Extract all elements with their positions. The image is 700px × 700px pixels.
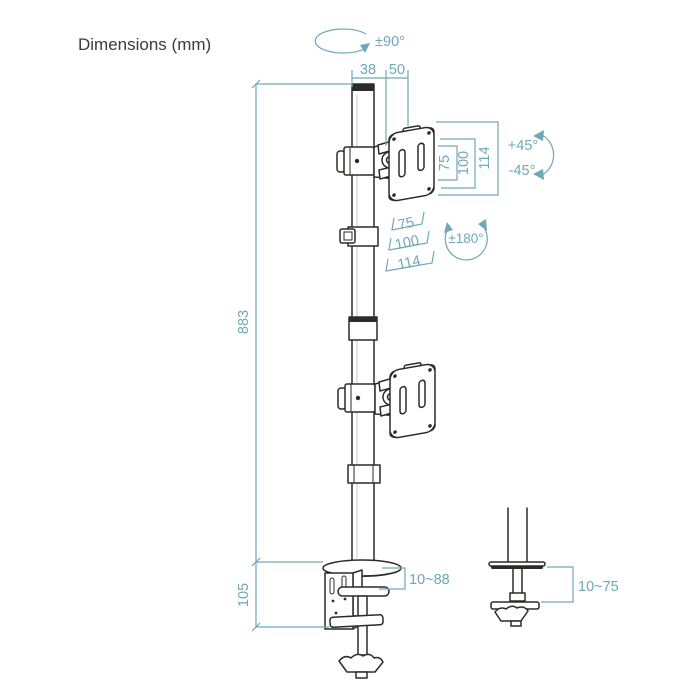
dim-clamp-height: 105 [236,562,329,632]
vesa-side-middle-label: 100 [456,151,472,175]
dim-vesa-bottom: 75 100 114 [385,211,435,273]
vesa-bottom-inner-label: 75 [397,215,416,234]
dim-pole-height: 883 [236,79,351,567]
pole [339,83,381,567]
arm-offset-label: 50 [389,62,405,78]
vesa-side-outer-label: 114 [477,146,493,169]
vesa-side-inner-label: 75 [437,155,453,171]
page-title: Dimensions (mm) [78,35,211,54]
rotation-range-label: ±180° [448,231,483,246]
vesa-bottom-middle-label: 100 [394,233,421,254]
swivel-range-label: ±90° [375,34,405,50]
grommet-mount [488,507,546,627]
cable-clip [339,226,379,247]
pole-collar-ring [347,464,381,484]
dim-vesa-side: 75 100 114 [436,121,499,196]
dim-rotation-range: ±180° [444,219,488,261]
clamp-range-label: 10~88 [409,572,450,588]
pole-coupler [348,316,378,341]
pole-diameter-label: 38 [360,62,376,78]
dim-grommet-range: 10~75 [541,566,619,603]
dim-pole-widths: 38 50 [351,62,409,146]
clamp-height-label: 105 [236,583,252,607]
pole-height-label: 883 [236,310,252,334]
dim-swivel-range: ±90° [314,28,405,54]
dim-clamp-range: 10~88 [379,567,450,590]
clamp-knob [338,653,384,679]
dim-tilt-range: +45° -45° [508,130,555,180]
tilt-up-label: +45° [508,138,538,154]
tilt-down-label: -45° [509,163,536,179]
desk-clamp [322,559,402,679]
clamp-pad [337,586,390,597]
grommet-range-label: 10~75 [578,579,619,595]
grommet-nut [494,605,529,627]
vesa-bottom-outer-label: 114 [396,253,422,273]
